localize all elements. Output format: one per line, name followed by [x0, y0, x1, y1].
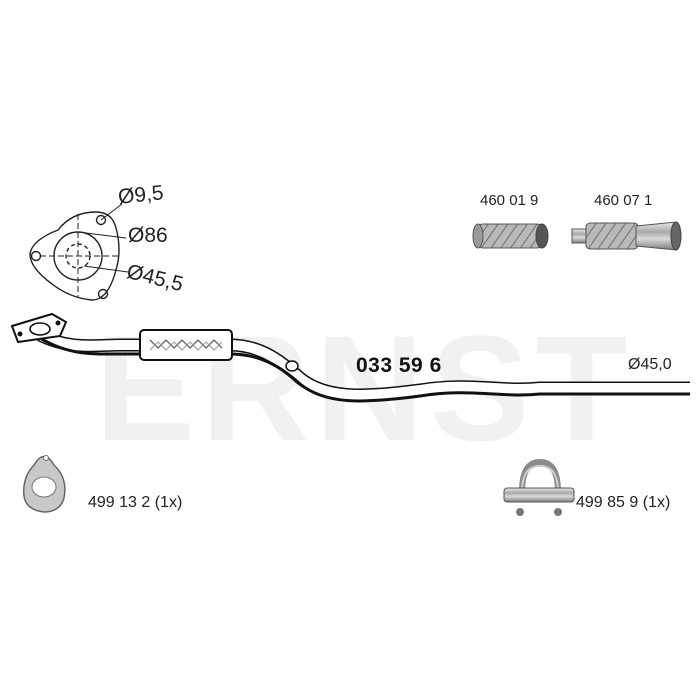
flex-pipe-1-image [472, 223, 549, 249]
exhaust-pipe [10, 312, 690, 403]
clamp-icon [503, 458, 575, 516]
flex-pipe-1-code: 460 01 9 [480, 192, 539, 209]
clamp-label: 499 85 9 (1x) [576, 494, 671, 511]
flex-pipe-2-image [571, 221, 682, 251]
flange-drawing [29, 203, 129, 301]
part-number: 033 59 6 [356, 354, 442, 377]
outlet-diameter: Ø45,0 [628, 356, 672, 373]
bolt-hole-dimension: Ø9,5 [117, 181, 165, 209]
gasket-label: 499 13 2 (1x) [88, 494, 183, 511]
flex-pipe-2-code: 460 07 1 [594, 192, 653, 209]
gasket-icon [22, 455, 66, 513]
bolt-circle-dimension: Ø86 [128, 224, 168, 247]
